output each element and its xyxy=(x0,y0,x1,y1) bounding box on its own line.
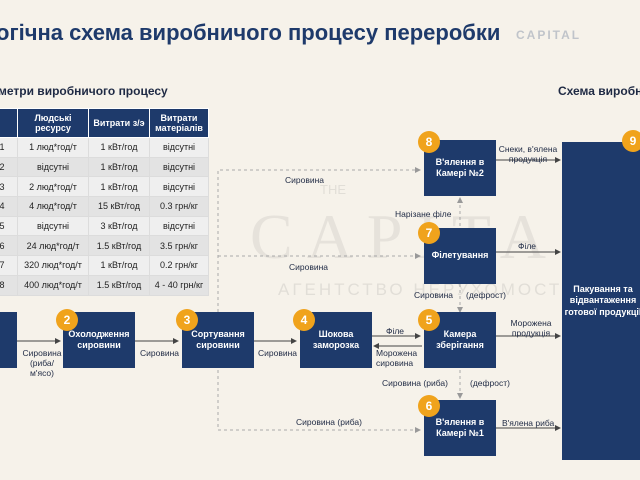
table-cell: 4 люд*год/т xyxy=(17,196,89,217)
table-header-cell: Витрати з/э xyxy=(88,108,150,138)
step-9-label: Пакування та відвантаження готової проду… xyxy=(564,284,640,317)
step-8-label: В'ялення в Камері №2 xyxy=(435,156,485,178)
table-cell: 4 - 40 грн/кг xyxy=(149,274,209,296)
flow-label: Сировина xyxy=(414,290,454,300)
table-cell: 4 xyxy=(0,196,18,217)
step-4-label: Шокова заморозка xyxy=(312,328,360,350)
step-6-label: В'ялення в Камері №1 xyxy=(435,416,485,438)
header-watermark: CAPITAL xyxy=(516,28,582,42)
table-cell: відсутні xyxy=(149,215,209,237)
table-cell: 320 люд*год/т xyxy=(17,255,89,276)
step-9-box: Пакування та відвантаження готової проду… xyxy=(562,142,640,460)
step-5-badge: 5 xyxy=(418,309,440,331)
table-cell: 3 xyxy=(0,176,18,198)
step-5-label: Камера зберігання xyxy=(436,328,484,350)
flow-label: Сировина xyxy=(258,348,298,358)
flow-label: (дефрост) xyxy=(470,378,510,388)
step-3-label: Сортування сировини xyxy=(191,328,245,350)
table-cell: 1 кВт/год xyxy=(88,156,150,178)
flow-label: Сировина (риба/ м'ясо) xyxy=(22,348,62,378)
scheme-section-title: Схема виробни xyxy=(558,84,640,98)
table-cell: 1 xyxy=(0,137,18,158)
process-parameters-table: Людські ресурсу Витрати з/э Витрати мате… xyxy=(0,108,209,296)
table-cell: 1 люд*год/т xyxy=(17,137,89,158)
table-cell: 1 кВт/год xyxy=(88,255,150,276)
flow-label: Філе xyxy=(386,326,405,336)
flow-label: Сировина (риба) xyxy=(296,417,362,427)
table-cell: відсутні xyxy=(17,215,89,237)
flow-label: Філе xyxy=(518,241,537,251)
flow-label: Сировина xyxy=(285,175,325,185)
table-cell: 2 люд*год/т xyxy=(17,176,89,198)
flow-label: Морожена продукція xyxy=(510,318,552,338)
flow-label: Нарізане філе xyxy=(395,209,452,219)
table-header-row: Людські ресурсу Витрати з/э Витрати мате… xyxy=(0,108,209,138)
table-header-cell: Людські ресурсу xyxy=(17,108,89,138)
step-3-badge: 3 xyxy=(176,309,198,331)
step-1-box xyxy=(0,312,17,368)
flow-label: В'ялена риба xyxy=(502,418,555,428)
flow-label: Сировина (риба) xyxy=(382,378,448,388)
table-cell: 2 xyxy=(0,156,18,178)
table-cell: відсутні xyxy=(149,137,209,158)
table-cell: 8 xyxy=(0,274,18,296)
flow-label: Сировина xyxy=(140,348,180,358)
table-section-title: метри виробничого процесу xyxy=(0,84,168,98)
table-cell: 400 люд*год/т xyxy=(17,274,89,296)
flow-label: (дефрост) xyxy=(466,290,506,300)
step-8-badge: 8 xyxy=(418,131,440,153)
table-cell: 5 xyxy=(0,215,18,237)
step-4-badge: 4 xyxy=(293,309,315,331)
step-7-badge: 7 xyxy=(418,222,440,244)
table-cell: 1.5 кВт/год xyxy=(88,235,150,257)
table-cell: 24 люд*год/т xyxy=(17,235,89,257)
step-2-badge: 2 xyxy=(56,309,78,331)
step-2-label: Охолодження сировини xyxy=(68,328,130,350)
step-6-badge: 6 xyxy=(418,395,440,417)
table-cell: 0.2 грн/кг xyxy=(149,255,209,276)
table-cell: 15 кВт/год xyxy=(88,196,150,217)
table-cell: 1 кВт/год xyxy=(88,137,150,158)
table-cell: 1.5 кВт/год xyxy=(88,274,150,296)
flow-label: Сировина xyxy=(289,262,329,272)
table-cell: відсутні xyxy=(17,156,89,178)
table-cell: відсутні xyxy=(149,156,209,178)
page-title: огічна схема виробничого процесу перероб… xyxy=(0,20,501,45)
flow-label: Морожена сировина xyxy=(376,348,418,368)
step-9-badge: 9 xyxy=(622,130,640,152)
flow-label: Снеки, в'ялена продукція xyxy=(498,144,558,164)
step-7-label: Філетування xyxy=(431,250,489,261)
table-header-cell: Витрати матеріалів xyxy=(149,108,209,138)
table-cell: 6 xyxy=(0,235,18,257)
table-cell: відсутні xyxy=(149,176,209,198)
